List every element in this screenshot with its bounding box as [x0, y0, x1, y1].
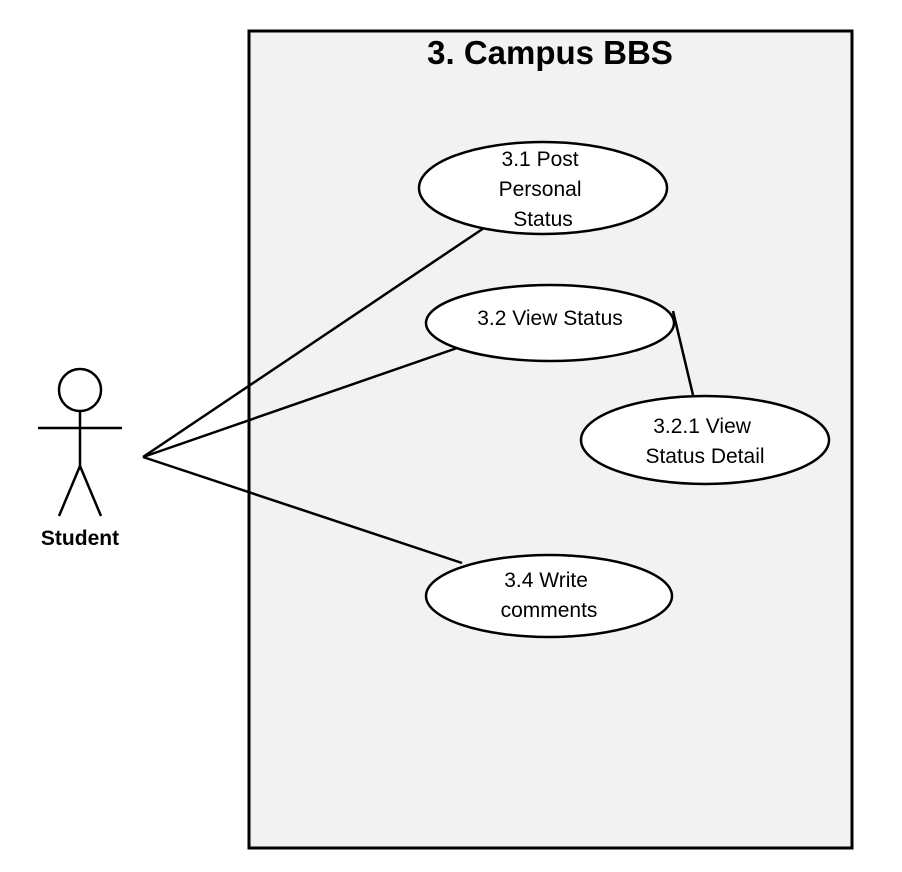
use-case-ellipse — [424, 553, 674, 639]
use-case-label-line: 3.2 View Status — [477, 307, 623, 330]
actor-right-leg — [78, 465, 103, 517]
use-case-label-line: 3.1 Post — [502, 148, 579, 171]
use-case-label-line: 3.2.1 View — [653, 415, 752, 438]
use-case-view-status[interactable]: 3.2 View Status — [424, 283, 676, 363]
actor-left-leg — [57, 465, 82, 517]
use-case-label: 3.2.1 View Status Detail — [645, 415, 764, 468]
actor-head-icon — [57, 367, 103, 413]
use-case-ellipse — [424, 283, 676, 363]
use-case-ellipse — [417, 140, 669, 236]
use-case-label-line: Personal — [499, 178, 582, 201]
use-case-write-comments[interactable]: 3.4 Write comments — [424, 553, 674, 639]
use-case-view-status-detail[interactable]: 3.2.1 View Status Detail — [579, 394, 831, 486]
use-case-label: 3.2 View Status — [477, 307, 623, 330]
system-title: 3. Campus BBS — [427, 34, 673, 71]
actor-label: Student — [41, 527, 119, 550]
use-case-label: 3.4 Write comments — [501, 569, 598, 622]
use-case-label-line: 3.4 Write — [504, 569, 588, 592]
use-case-post-personal-status[interactable]: 3.1 Post Personal Status — [417, 140, 669, 236]
actor-student[interactable]: Student — [38, 367, 122, 550]
association-student-post-status — [142, 226, 485, 459]
use-case-label-line: Status Detail — [645, 445, 764, 468]
use-case-ellipse — [579, 394, 831, 486]
association-student-write-comments — [142, 455, 463, 565]
use-case-label-line: comments — [501, 599, 598, 622]
use-case-label-line: Status — [513, 208, 573, 231]
association-view-status-detail — [671, 310, 695, 396]
associations — [142, 226, 695, 565]
use-case-label: 3.1 Post Personal Status — [499, 148, 588, 231]
association-student-view-status — [142, 345, 461, 459]
